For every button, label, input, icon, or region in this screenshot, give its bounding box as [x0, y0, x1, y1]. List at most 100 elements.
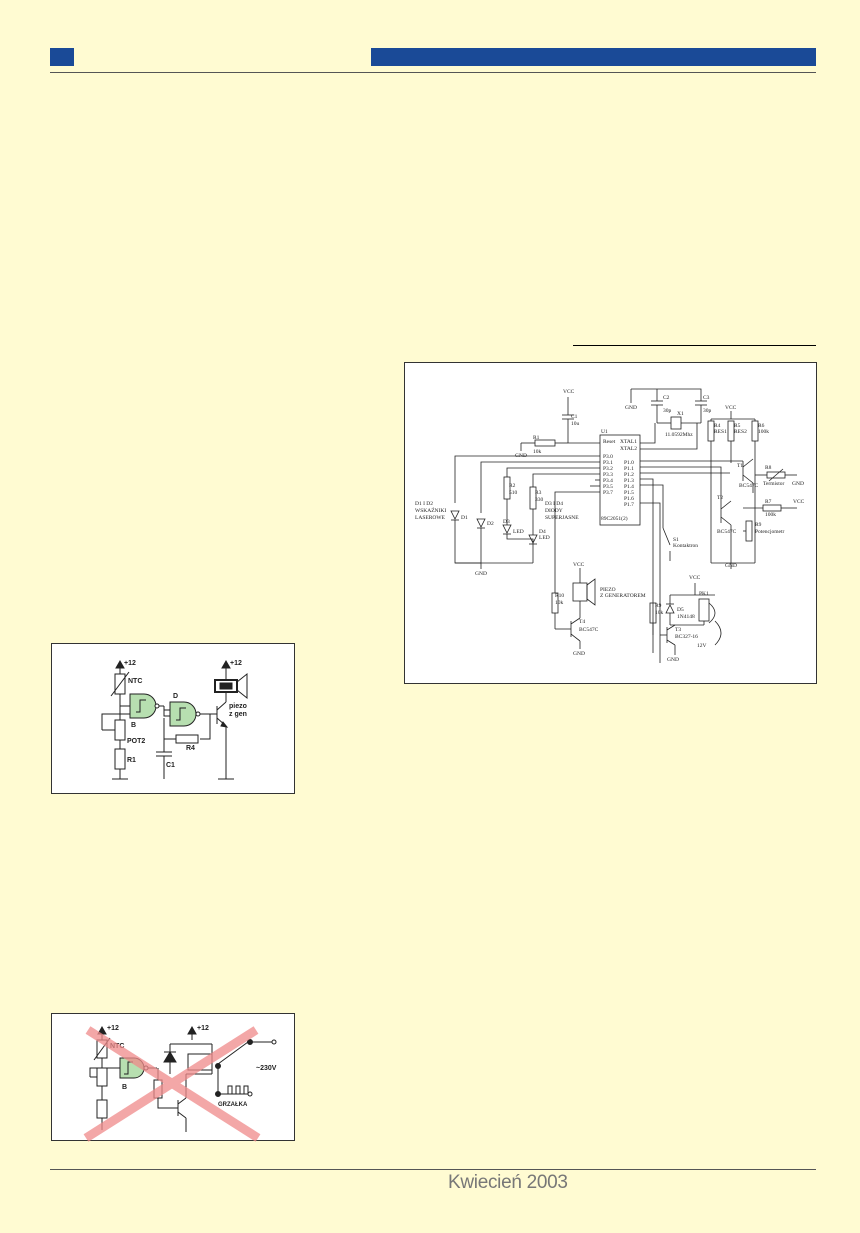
label-supply: +12 [124, 660, 136, 667]
lbl: D5 [677, 607, 684, 613]
lbl: P3.2 [603, 466, 613, 472]
lbl: R6 [758, 423, 765, 429]
lbl: WSKAŹNIKI [415, 506, 446, 514]
lbl: GND [725, 563, 737, 569]
lbl: GND [667, 657, 679, 663]
lbl: VCC [689, 575, 701, 581]
label-gate-d: D [173, 693, 178, 700]
lbl: XTAL2 [620, 446, 637, 452]
label-gate-b: B [122, 1084, 127, 1091]
lbl: S1 [673, 537, 679, 543]
lbl: T4 [579, 619, 585, 625]
label-c1: C1 [166, 762, 175, 769]
lbl: T2 [717, 495, 723, 501]
lbl: VCC [563, 389, 575, 395]
lbl: R4 [714, 423, 721, 429]
lbl: P1.7 [624, 502, 634, 508]
lbl: D1 [461, 515, 468, 521]
lbl: GND [625, 405, 637, 411]
lbl: P3.7 [603, 490, 613, 496]
issue-date: Kwiecień 2003 [448, 1172, 568, 1193]
lbl: P1.2 [624, 472, 634, 478]
lbl: RES2 [734, 429, 747, 435]
lbl: Kontaktron [673, 543, 698, 549]
lbl: Potencjometr [755, 529, 784, 535]
lbl: 30p [703, 408, 712, 414]
lbl: 510 [509, 490, 518, 496]
lbl: DIODY [545, 508, 563, 514]
lbl: VCC [793, 499, 805, 505]
lbl: T3 [675, 627, 681, 633]
lbl: 10k [555, 600, 564, 606]
label-r4: R4 [186, 745, 195, 752]
label-pot: POT2 [127, 738, 145, 745]
lbl: R3 [535, 490, 542, 496]
lbl: 10k [533, 449, 542, 455]
figure-ntc-piezo-circuit: +12 NTC B D POT2 R1 R4 C1 +12 piezo z ge… [51, 643, 295, 794]
lbl: R7 [765, 499, 772, 505]
lbl: P1.1 [624, 466, 634, 472]
lbl: XTAL1 [620, 439, 637, 445]
lbl: P1.0 [624, 460, 634, 466]
lbl: LED [513, 529, 524, 535]
label-piezo: piezo [229, 703, 247, 710]
label-piezo-gen: z gen [229, 711, 247, 718]
lbl: BC547C [579, 627, 599, 633]
lbl: D2 [487, 521, 494, 527]
lbl: LED [539, 535, 550, 541]
lbl: C2 [663, 395, 670, 401]
lbl: BC547C [717, 529, 737, 535]
lbl: 89C2051(2) [601, 515, 628, 522]
lbl: R1 [533, 435, 540, 441]
lbl: 10k [655, 610, 664, 616]
label-supply-left: +12 [107, 1025, 119, 1032]
lbl: U1 [601, 429, 608, 435]
lbl: P1.3 [624, 478, 634, 484]
label-supply-right: +12 [197, 1025, 209, 1032]
lbl: 30p [663, 408, 672, 414]
lbl: BC327-16 [675, 634, 698, 640]
circuit-diagram: +12 NTC B D POT2 R1 R4 C1 +12 piezo z ge… [101, 659, 248, 780]
lbl: T1 [737, 463, 743, 469]
label-mains: ~230V [256, 1065, 277, 1072]
lbl: Z GENERATOREM [600, 593, 646, 599]
lbl: GND [515, 453, 527, 459]
label-r1: R1 [127, 757, 136, 764]
lbl: R10 [555, 593, 564, 599]
lbl: VCC [573, 562, 585, 568]
lbl: PK1 [699, 591, 709, 597]
lbl: SUPERJASNE [545, 515, 579, 521]
section-rule [573, 345, 816, 346]
lbl: 11.0592Mhz [665, 432, 693, 438]
figure-microcontroller-schematic: VCC C1 10u GND R1 10k U1 Reset XTAL1 XTA… [404, 362, 817, 684]
lbl: R9 [655, 603, 662, 609]
lbl: R8 [765, 465, 772, 471]
header-marker [50, 48, 74, 66]
lbl: P1.4 [624, 484, 634, 490]
lbl: P1.6 [624, 496, 634, 502]
schematic-diagram: VCC C1 10u GND R1 10k U1 Reset XTAL1 XTA… [415, 388, 805, 663]
lbl: 330 [535, 497, 544, 503]
lbl: P3.0 [603, 454, 613, 460]
lbl: P3.1 [603, 460, 613, 466]
lbl: C1 [571, 414, 578, 420]
label-heater: GRZAŁKA [218, 1102, 248, 1108]
lbl: R2 [509, 483, 516, 489]
header-rule [50, 72, 816, 73]
lbl: GND [573, 651, 585, 657]
lbl: C3 [703, 395, 710, 401]
lbl: GND [792, 481, 804, 487]
lbl: VCC [725, 405, 737, 411]
lbl: P3.5 [603, 484, 613, 490]
circuit-diagram-crossed: +12 +12 NTC B ~230V GRZAŁKA [83, 1025, 277, 1142]
lbl: GND [475, 571, 487, 577]
lbl: P1.5 [624, 490, 634, 496]
label-piezo-supply: +12 [230, 660, 242, 667]
footer-rule [50, 1169, 816, 1170]
label-ntc: NTC [128, 678, 142, 685]
lbl: PIEZO [600, 587, 616, 593]
lbl: P3.4 [603, 478, 613, 484]
lbl: X1 [677, 411, 684, 417]
lbl: D1 I D2 [415, 501, 433, 507]
lbl: D3 I D4 [545, 501, 563, 507]
